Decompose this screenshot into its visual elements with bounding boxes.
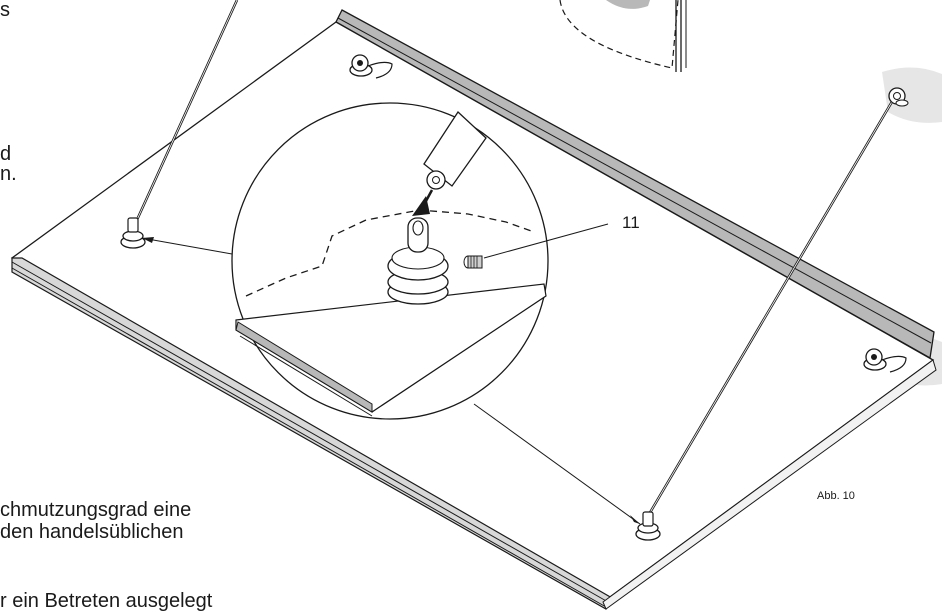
anchor-rear-left <box>349 54 393 79</box>
platform-edge-right <box>602 359 937 610</box>
rail-top-right-edge <box>337 17 932 344</box>
text-fragment-1: s <box>0 0 10 21</box>
leader-left-arrow <box>142 237 154 243</box>
cable-top-left-inner <box>135 0 238 223</box>
leader-bottom <box>473 403 641 525</box>
callout-leader <box>483 223 609 259</box>
text-fragment-3: n. <box>0 163 17 185</box>
text-fragment-2: d <box>0 143 12 165</box>
callout-number: 11 <box>622 213 640 232</box>
hanging-bag-outline <box>559 0 687 72</box>
text-fragment-6: r ein Betreten ausgelegt <box>0 590 213 612</box>
text-fragment-5: den handelsüblichen <box>0 521 184 543</box>
text-fragment-4: chmutzungsgrad eine <box>0 499 192 521</box>
leader-left <box>141 237 233 255</box>
rail-front-left-line-b <box>11 267 607 608</box>
anchor-rear-right <box>863 348 907 373</box>
cable-right-inner <box>647 99 894 517</box>
leader-bottom-arrow <box>630 515 640 524</box>
anchor-bottom <box>635 511 661 541</box>
figure-label: Abb. 10 <box>817 490 855 502</box>
anchor-left <box>120 217 146 249</box>
rail-front-left-line-a <box>11 261 609 603</box>
detail-magnifier <box>231 102 549 420</box>
floor-shadow-right <box>882 67 942 123</box>
anchor-top-right <box>888 87 909 107</box>
